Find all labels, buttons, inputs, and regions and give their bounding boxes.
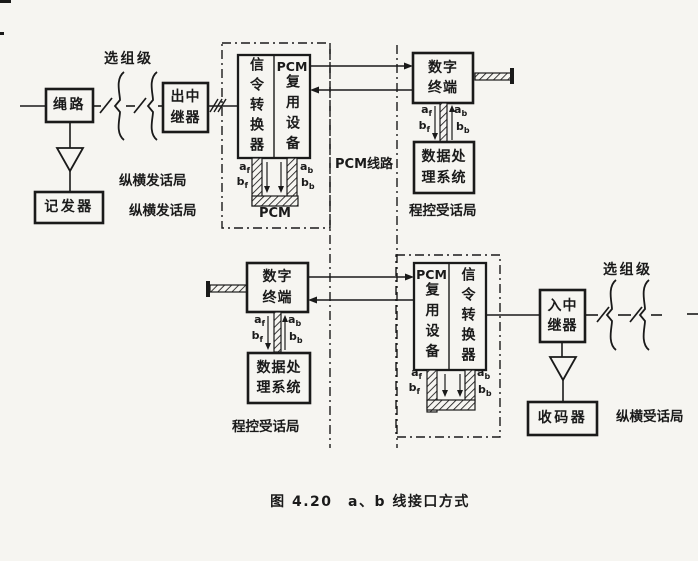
ab-signal-channel-top (432, 102, 455, 143)
pin-label-af: af (421, 103, 432, 119)
digital-terminal-label-bottom: 数字 终端 (262, 269, 293, 306)
spc-receiving-office-label-bottom: 程控受话局 (232, 419, 300, 435)
selector-switch-icon (99, 71, 125, 141)
signaling-converter-label-bottom: 信令转换器 (459, 266, 476, 367)
amplifier-triangle-icon (55, 147, 85, 173)
pcm-group-dashed-box-top (221, 42, 331, 229)
arrow-left-icon (308, 296, 317, 304)
arrow-right-icon (405, 273, 414, 281)
outgoing-trunk-box (161, 81, 210, 134)
register-label: 记发器 (44, 199, 94, 216)
incoming-trunk-label: 入中 继器 (547, 297, 578, 334)
ab-wire-channel-top (251, 157, 299, 207)
pin-label-bf: bf (251, 329, 263, 345)
data-processing-label-bottom: 数据处 理系统 (256, 359, 302, 396)
pin-label-af: af (254, 313, 265, 329)
pin-label-bb: bb (289, 330, 303, 346)
pin-label-ab: ab (477, 366, 491, 382)
ab-wire-channel-bottom (426, 369, 476, 413)
scan-artifact (0, 0, 11, 3)
pin-label-ab: ab (300, 160, 314, 176)
selector-switch-icon (629, 279, 650, 351)
code-receiver-label: 收码器 (537, 410, 588, 427)
pin-label-bf: bf (408, 381, 420, 397)
pin-label-ab: ab (288, 313, 302, 329)
pin-label-bb: bb (301, 176, 315, 192)
amplifier-triangle-icon (548, 356, 578, 382)
scan-artifact (0, 32, 4, 35)
pcm-tag-label: PCM (258, 206, 291, 221)
pcm-line-label: PCM线路 (335, 157, 394, 172)
ab-signal-channel-bottom (265, 311, 288, 353)
pin-label-bb: bb (478, 383, 492, 399)
selector-stage-label-bottom: 选组级 (603, 262, 653, 278)
pin-label-af: af (411, 366, 422, 382)
data-processing-box-bottom (246, 351, 312, 405)
figure-caption: 图 4.20 a、b 线接口方式 (270, 494, 470, 510)
data-processing-box-top (412, 140, 476, 195)
pcm-mux-label-top: PCM 复用设备 (276, 59, 308, 156)
pcm-link-cap (510, 68, 514, 84)
data-processing-label-top: 数据处 理系统 (421, 149, 467, 186)
crossbar-originating-office-label-2: 纵横发话局 (129, 203, 197, 219)
pcm-group-dashed-box-bottom (395, 254, 501, 438)
multiwire-tick-icon (209, 98, 227, 113)
pin-label-bb: bb (456, 120, 470, 136)
selector-switch-icon (133, 71, 158, 141)
arrow-right-icon (404, 62, 413, 70)
outgoing-trunk-label: 出中 继器 (170, 89, 201, 126)
crossbar-originating-office-label-1: 纵横发话局 (119, 173, 187, 189)
pcm-link-cap (206, 281, 210, 297)
pin-label-bf: bf (236, 175, 248, 191)
code-receiver-box (526, 400, 599, 437)
digital-terminal-label-top: 数字 终端 (428, 59, 458, 96)
selector-stage-label-top: 选组级 (104, 51, 154, 67)
cord-circuit-label: 绳路 (53, 97, 86, 114)
register-box (33, 190, 105, 225)
pin-label-bf: bf (418, 119, 430, 135)
spc-receiving-office-label-top: 程控受话局 (409, 203, 477, 219)
pin-label-ab: ab (454, 103, 468, 119)
pcm-link-bar-bottom (209, 284, 248, 293)
arrow-left-icon (310, 86, 319, 94)
pcm-link-bar-top (474, 72, 512, 81)
crossbar-receiving-office-label: 纵横受话局 (616, 409, 684, 425)
signaling-converter-label-top: 信令转换器 (248, 56, 264, 157)
converter-mux-box-bottom (412, 261, 488, 372)
pcm-mux-label-bottom: PCM 复用设备 (416, 267, 447, 364)
pin-label-af: af (239, 160, 250, 176)
selector-switch-icon (596, 279, 617, 351)
